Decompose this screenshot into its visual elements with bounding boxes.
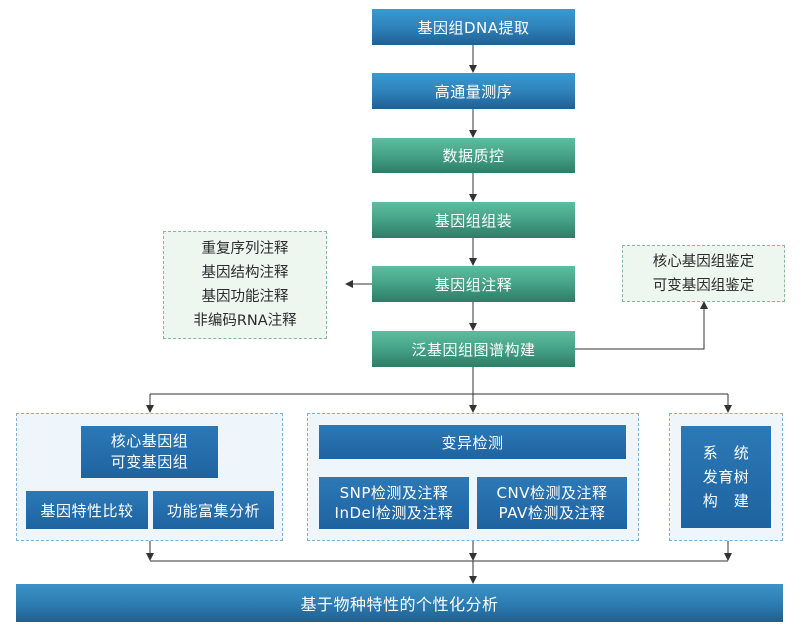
variant-detection-header[interactable]: 变异检测 xyxy=(319,425,626,459)
core-notes-box: 核心基因组鉴定 可变基因组鉴定 xyxy=(622,245,785,302)
gene-feature-comparison[interactable]: 基因特性比较 xyxy=(26,491,148,529)
snp-label: SNP检测及注释 xyxy=(339,484,449,502)
step-pangenome-construction[interactable]: 泛基因组图谱构建 xyxy=(372,331,575,367)
functional-enrichment[interactable]: 功能富集分析 xyxy=(153,491,274,529)
step-quality-control[interactable]: 数据质控 xyxy=(372,138,575,173)
variable-genome-label: 可变基因组 xyxy=(110,453,189,471)
cnv-pav-box[interactable]: CNV检测及注释 PAV检测及注释 xyxy=(477,477,627,529)
snp-indel-box[interactable]: SNP检测及注释 InDel检测及注释 xyxy=(319,477,469,529)
core-genome-label: 核心基因组 xyxy=(110,432,189,450)
pav-label: PAV检测及注释 xyxy=(498,504,606,522)
annotation-notes-box: 重复序列注释 基因结构注释 基因功能注释 非编码RNA注释 xyxy=(163,231,327,339)
indel-label: InDel检测及注释 xyxy=(334,504,454,522)
step-sequencing[interactable]: 高通量测序 xyxy=(372,73,575,109)
cnv-label: CNV检测及注释 xyxy=(496,484,608,502)
note-repeat-annotation: 重复序列注释 xyxy=(201,241,289,257)
step-genome-assembly[interactable]: 基因组组装 xyxy=(372,202,575,238)
personalized-analysis-bar[interactable]: 基于物种特性的个性化分析 xyxy=(16,584,783,622)
note-variable-genome: 可变基因组鉴定 xyxy=(652,277,755,294)
note-gene-function: 基因功能注释 xyxy=(201,289,289,305)
phylogeny-line-2: 发育树 xyxy=(702,468,750,486)
note-ncrna: 非编码RNA注释 xyxy=(193,313,297,329)
phylogeny-line-1: 系 统 xyxy=(702,444,750,462)
phylogeny-box[interactable]: 系 统 发育树 构 建 xyxy=(681,426,771,528)
note-gene-structure: 基因结构注释 xyxy=(201,265,289,281)
step-genome-annotation[interactable]: 基因组注释 xyxy=(372,266,575,302)
note-core-genome: 核心基因组鉴定 xyxy=(652,253,755,270)
core-variable-header[interactable]: 核心基因组 可变基因组 xyxy=(81,426,218,478)
phylogeny-line-3: 构 建 xyxy=(702,492,750,510)
step-dna-extraction[interactable]: 基因组DNA提取 xyxy=(372,9,575,45)
